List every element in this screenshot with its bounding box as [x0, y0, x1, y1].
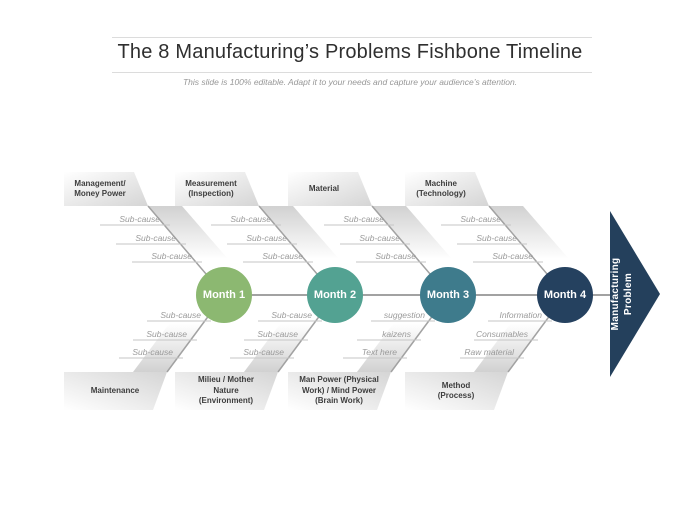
problem-arrow-label: Manufacturing Problem	[610, 257, 634, 331]
subcause-label: Sub-cause	[132, 347, 173, 357]
subcause-label: Sub-cause	[460, 214, 501, 224]
month-2-circle	[307, 267, 363, 323]
bottom-category-label-2: Milieu / Mother Nature (Environment)	[198, 375, 254, 406]
title-top-rule	[112, 37, 592, 38]
subcause-label: Sub-cause	[476, 233, 517, 243]
band	[474, 324, 544, 372]
band	[244, 324, 314, 372]
bottom-category-label-1: Maintenance	[90, 385, 140, 395]
month-3-circle	[420, 267, 476, 323]
month-1-circle	[196, 267, 252, 323]
month-4-circle	[537, 267, 593, 323]
band	[148, 206, 228, 259]
top-banner-shape	[64, 172, 148, 206]
band	[259, 206, 339, 259]
subcause-label: Sub-cause	[375, 251, 416, 261]
subcause-label: Consumables	[476, 329, 528, 339]
month-1-label: Month 1	[202, 289, 246, 301]
slide-title: The 8 Manufacturing’s Problems Fishbone …	[117, 41, 583, 63]
subcause-label: Sub-cause	[262, 251, 303, 261]
band	[357, 324, 427, 372]
month-3-label: Month 3	[426, 289, 470, 301]
bottom-category-label-4: Method (Process)	[437, 380, 475, 400]
band	[372, 206, 452, 259]
top-category-label-4: Machine (Technology)	[416, 178, 466, 198]
top-category-label-2: Measurement (Inspection)	[185, 178, 237, 198]
slide-subtitle: This slide is 100% editable. Adapt it to…	[182, 77, 518, 87]
subcause-label: Text here	[361, 347, 397, 357]
band	[489, 206, 569, 259]
subcause-label: Information	[499, 310, 542, 320]
bottom-banner-shape	[288, 372, 391, 410]
top-banner-shape	[175, 172, 259, 206]
subcause-label: Sub-cause	[343, 214, 384, 224]
subcause-label: Sub-cause	[243, 347, 284, 357]
subcause-label: Sub-cause	[230, 214, 271, 224]
subcause-label: Sub-cause	[160, 310, 201, 320]
problem-arrow	[610, 211, 660, 377]
bottom-banner-shape	[405, 372, 508, 410]
subcause-label: Sub-cause	[271, 310, 312, 320]
subcause-label: Sub-cause	[492, 251, 533, 261]
top-category-label-1: Management/ Money Power	[74, 178, 126, 198]
bottom-banner-shape	[175, 372, 278, 410]
top-banner-shape	[405, 172, 489, 206]
subcause-label: Sub-cause	[146, 329, 187, 339]
month-4-label: Month 4	[543, 289, 587, 301]
subcause-label: Raw material	[464, 347, 514, 357]
top-banner-shape	[288, 172, 372, 206]
top-category-label-3: Material	[308, 183, 340, 193]
subcause-label: Sub-cause	[119, 214, 160, 224]
month-2-label: Month 2	[313, 289, 357, 301]
subcause-label: Sub-cause	[257, 329, 298, 339]
bottom-banner-shape	[64, 372, 167, 410]
subcause-label: Sub-cause	[246, 233, 287, 243]
subcause-label: kaizens	[382, 329, 411, 339]
bottom-category-label-3: Man Power (Physical Work) / Mind Power (…	[299, 375, 379, 406]
title-bottom-rule	[112, 72, 592, 73]
subcause-label: Sub-cause	[359, 233, 400, 243]
subcause-label: Sub-cause	[151, 251, 192, 261]
subcause-label: suggestion	[383, 310, 425, 320]
subcause-label: Sub-cause	[135, 233, 176, 243]
band	[133, 324, 203, 372]
